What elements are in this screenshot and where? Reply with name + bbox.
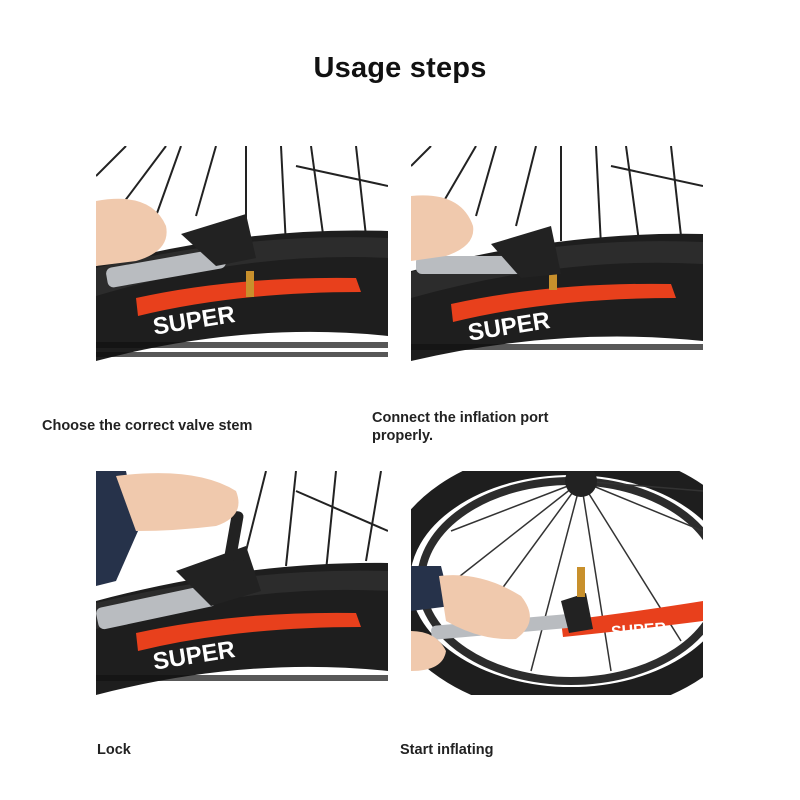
pump-body: [96, 584, 216, 630]
step-2-photo: SUPER: [411, 146, 703, 370]
pump-lever: [224, 511, 244, 561]
pump-body: [416, 256, 526, 274]
spokes: [440, 480, 703, 672]
hub: [565, 471, 597, 497]
rim-accent: [561, 601, 703, 637]
spokes: [245, 471, 388, 572]
pump-head: [181, 214, 256, 266]
step-1-caption: Choose the correct valve stem: [42, 418, 253, 434]
step-1-photo: SUPER: [96, 146, 388, 370]
hand: [411, 195, 474, 261]
pump-head: [176, 546, 261, 606]
step-2-caption: Connect the inflation port properly.: [372, 410, 549, 444]
valve-stem: [577, 567, 585, 597]
hand: [96, 198, 167, 266]
step-4-caption: Start inflating: [400, 742, 494, 758]
pump-head: [561, 593, 593, 633]
hand: [116, 473, 239, 531]
step-3-photo: SUPER: [96, 471, 388, 695]
hand: [439, 575, 530, 640]
valve-stem: [549, 264, 557, 290]
pump-head: [491, 226, 561, 278]
valve-stem: [246, 271, 254, 297]
page-title: Usage steps: [313, 52, 487, 84]
rim-text: SUPER: [611, 620, 668, 641]
pump-body: [106, 248, 226, 288]
step-4-photo: SUPER: [411, 471, 703, 695]
step-3-caption: Lock: [97, 742, 131, 758]
hand-lower: [411, 631, 446, 671]
